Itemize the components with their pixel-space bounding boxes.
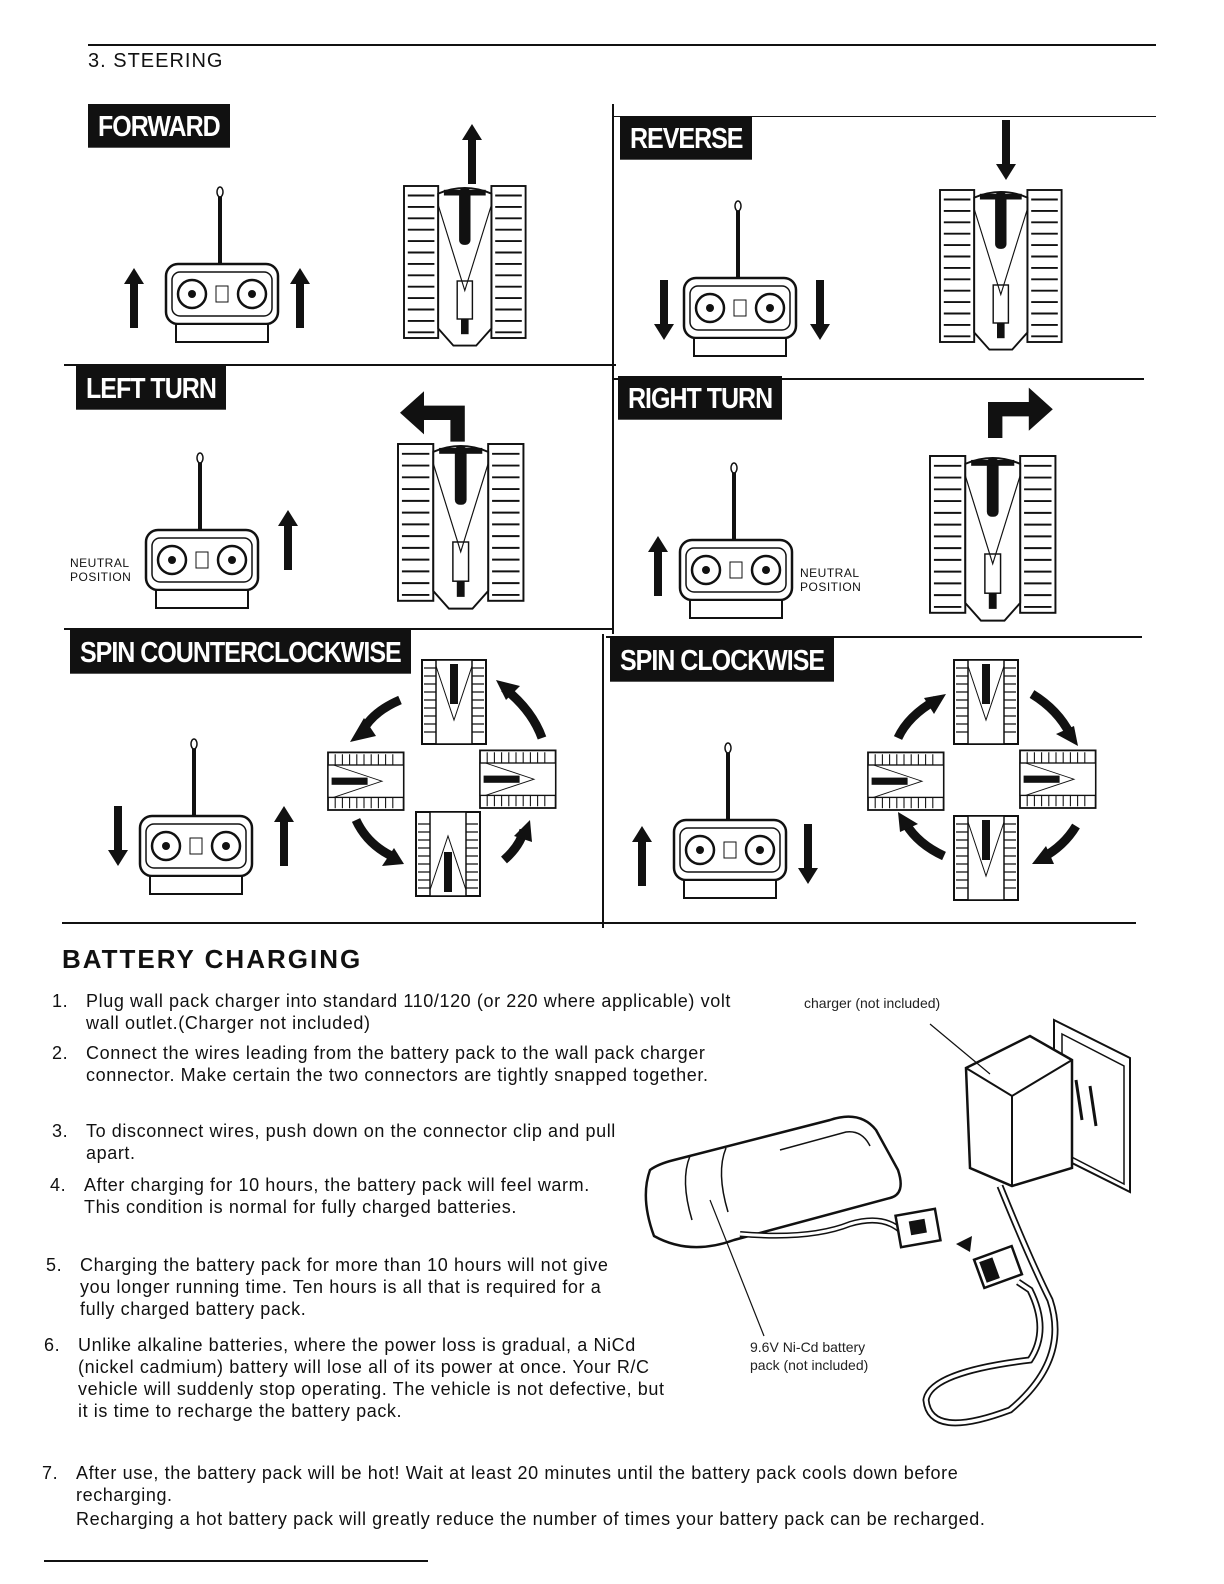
section-heading-battery-charging: BATTERY CHARGING xyxy=(62,944,363,974)
step-text: After charging for 10 hours, the battery… xyxy=(84,1175,590,1217)
step-text: Unlike alkaline batteries, where the pow… xyxy=(78,1335,665,1421)
spin-counterclockwise-illustration xyxy=(108,659,557,897)
banner-spin-clockwise: SPIN CLOCKWISE xyxy=(610,638,835,682)
neutral-position-label-right: NEUTRAL POSITION xyxy=(800,566,862,594)
step-text: Charging the battery pack for more than … xyxy=(80,1255,609,1319)
left-turn-illustration xyxy=(144,391,525,610)
banner-right-turn: RIGHT TURN xyxy=(618,376,783,420)
neutral-position-label-left: NEUTRAL POSITION xyxy=(70,556,132,584)
list-item: 2. Connect the wires leading from the ba… xyxy=(52,1043,709,1085)
reverse-illustration xyxy=(654,120,1063,358)
list-item: 7. After use, the battery pack will be h… xyxy=(42,1463,959,1505)
top-rule xyxy=(88,44,1156,46)
banner-left-turn: LEFT TURN xyxy=(76,366,226,410)
panel-divider xyxy=(612,378,1144,380)
panel-divider xyxy=(606,636,1142,638)
charger-label: charger (not included) xyxy=(804,995,941,1011)
spin-clockwise-illustration xyxy=(632,659,1097,901)
list-item: 5. Charging the battery pack for more th… xyxy=(46,1255,609,1319)
step-text: Plug wall pack charger into standard 110… xyxy=(86,991,732,1033)
list-item: Recharging a hot battery pack will great… xyxy=(76,1508,1076,1530)
forward-illustration xyxy=(124,124,527,347)
charger-battery-illustration xyxy=(644,1018,1131,1427)
banner-reverse: REVERSE xyxy=(620,116,753,160)
step-text: After use, the battery pack will be hot!… xyxy=(76,1463,959,1505)
battery-pack-label: 9.6V Ni-Cd battery pack (not included) xyxy=(750,1339,869,1373)
panel-divider xyxy=(64,364,616,366)
right-turn-illustration xyxy=(648,387,1057,622)
section-heading-steering: 3. STEERING xyxy=(88,50,224,72)
banner-forward: FORWARD xyxy=(88,104,230,148)
panel-divider xyxy=(64,628,612,630)
banner-spin-counterclockwise: SPIN COUNTERCLOCKWISE xyxy=(70,630,411,674)
bottom-rule xyxy=(44,1560,428,1562)
step-text: Connect the wires leading from the batte… xyxy=(86,1043,709,1085)
list-item: 3. To disconnect wires, push down on the… xyxy=(52,1121,616,1163)
step-text: To disconnect wires, push down on the co… xyxy=(86,1121,616,1163)
panel-divider-vertical xyxy=(612,104,614,634)
list-item: 1. Plug wall pack charger into standard … xyxy=(52,991,732,1033)
list-item: 6. Unlike alkaline batteries, where the … xyxy=(44,1335,665,1421)
step-text: Recharging a hot battery pack will great… xyxy=(76,1509,986,1529)
panel-divider-vertical xyxy=(602,634,604,928)
list-item: 4. After charging for 10 hours, the batt… xyxy=(50,1175,590,1217)
panel-divider xyxy=(62,922,1136,924)
panel-divider xyxy=(612,116,1156,117)
